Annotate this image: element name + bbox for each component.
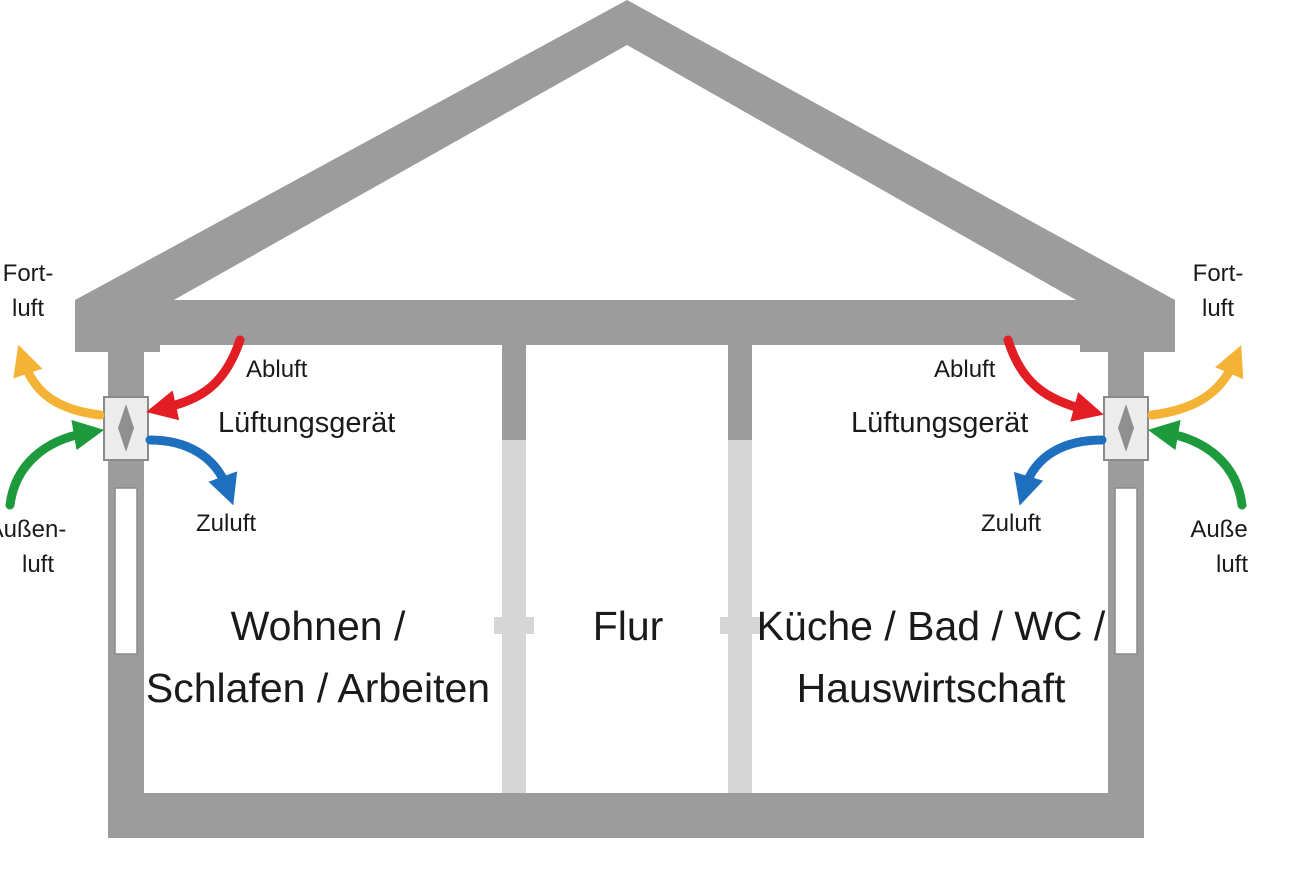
door-gap-2 — [720, 617, 760, 634]
fortluft-label-left-line2: luft — [12, 295, 44, 322]
zuluft-arrow-left — [145, 435, 238, 506]
abluft-arrow-left — [146, 335, 245, 421]
ventilation-unit-right — [1103, 396, 1149, 461]
fortluft-arrow-right — [1147, 345, 1244, 420]
fortluft-label-right-line2: luft — [1202, 295, 1234, 322]
device-label-right: Lüftungsgerät — [851, 407, 1028, 439]
fortluft-arrow-left — [13, 344, 105, 420]
roof — [75, 0, 1175, 352]
abluft-arrow-right — [1003, 335, 1104, 422]
floor-slab — [108, 793, 1144, 838]
aussenluft-label-right-line1: Auße — [1190, 516, 1247, 543]
heat-exchanger-icon — [1118, 404, 1134, 452]
aussenluft-label-left-line2: luft — [22, 551, 54, 578]
window-left — [114, 487, 138, 655]
fortluft-label-left-line1: Fort- — [3, 260, 54, 287]
aussenluft-label-right-line2: luft — [1216, 551, 1248, 578]
airflow-arrows-right — [1003, 335, 1247, 510]
fortluft-label-right-line1: Fort- — [1193, 260, 1244, 287]
inner-wall-2-upper — [728, 345, 752, 440]
inner-wall-1-lower — [502, 440, 526, 793]
heat-exchanger-icon — [118, 404, 134, 452]
room-label-left-line1: Wohnen / — [231, 603, 406, 649]
room-label-left-line2: Schlafen / Arbeiten — [146, 665, 490, 711]
abluft-label-right: Abluft — [934, 356, 996, 383]
roof-gable — [75, 0, 1175, 352]
ceiling-slab — [108, 300, 1144, 345]
labels-right: Fort- luft Abluft Lüftungsgerät Zuluft A… — [851, 260, 1248, 578]
device-label-left: Lüftungsgerät — [218, 407, 395, 439]
labels-left: Fort- luft Abluft Lüftungsgerät Zuluft A… — [0, 260, 395, 578]
room-labels: Wohnen / Schlafen / Arbeiten Flur Küche … — [146, 603, 1106, 711]
inner-wall-2-lower — [728, 440, 752, 793]
aussenluft-arrow-left — [5, 419, 105, 510]
airflow-arrows-left — [5, 335, 245, 510]
room-label-right-line1: Küche / Bad / WC / — [757, 603, 1106, 649]
zuluft-label-right: Zuluft — [981, 510, 1041, 537]
window-right — [1114, 487, 1138, 655]
door-gap-1 — [494, 617, 534, 634]
inner-wall-1-upper — [502, 345, 526, 440]
aussenluft-arrow-right — [1147, 419, 1247, 510]
room-label-right-line2: Hauswirtschaft — [797, 665, 1066, 711]
ventilation-unit-left — [103, 396, 149, 461]
house-body — [108, 300, 1144, 838]
zuluft-label-left: Zuluft — [196, 510, 256, 537]
zuluft-arrow-right — [1013, 435, 1107, 506]
abluft-label-left: Abluft — [246, 356, 308, 383]
room-label-middle: Flur — [593, 603, 664, 649]
aussenluft-label-left-line1: Außen- — [0, 516, 66, 543]
